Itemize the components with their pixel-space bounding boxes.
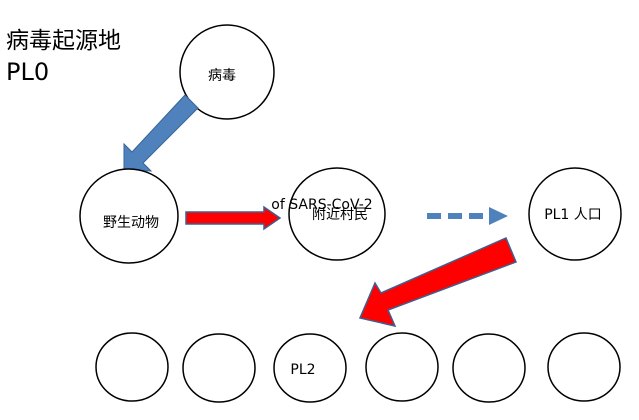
node-pl2-label: PL2 [290, 362, 315, 378]
population-circle-pl2 [273, 333, 347, 403]
origin-subtitle: PL0 [6, 58, 50, 86]
population-circle-2 [182, 333, 256, 403]
node-virus-label: 病毒 [208, 68, 236, 84]
population-circle-1 [95, 332, 169, 402]
node-wild-animals-label: 野生动物 [103, 215, 159, 231]
node-villagers-label: 附近村民 [312, 207, 368, 223]
origin-title: 病毒起源地 [6, 28, 121, 54]
red-arrow-pl1-to-pl2 [358, 237, 517, 328]
node-pl1-label: PL1 人口 [544, 207, 602, 223]
population-circle-5 [452, 333, 526, 403]
population-circle-6 [547, 332, 621, 402]
node-virus-circle [179, 24, 275, 120]
red-arrow-animals-to-villagers [185, 205, 282, 231]
pl2-population-circles [95, 332, 621, 403]
node-wild-animals-circle [79, 168, 179, 264]
node-pl1-circle [528, 167, 622, 261]
blue-arrow-virus-to-animals [123, 94, 199, 172]
dashed-arrow-villagers-to-pl1 [427, 207, 508, 225]
virus-name-label: of SARS-CoV-2 [271, 197, 372, 213]
population-circle-4 [365, 332, 439, 402]
node-villagers-circle [288, 167, 386, 261]
